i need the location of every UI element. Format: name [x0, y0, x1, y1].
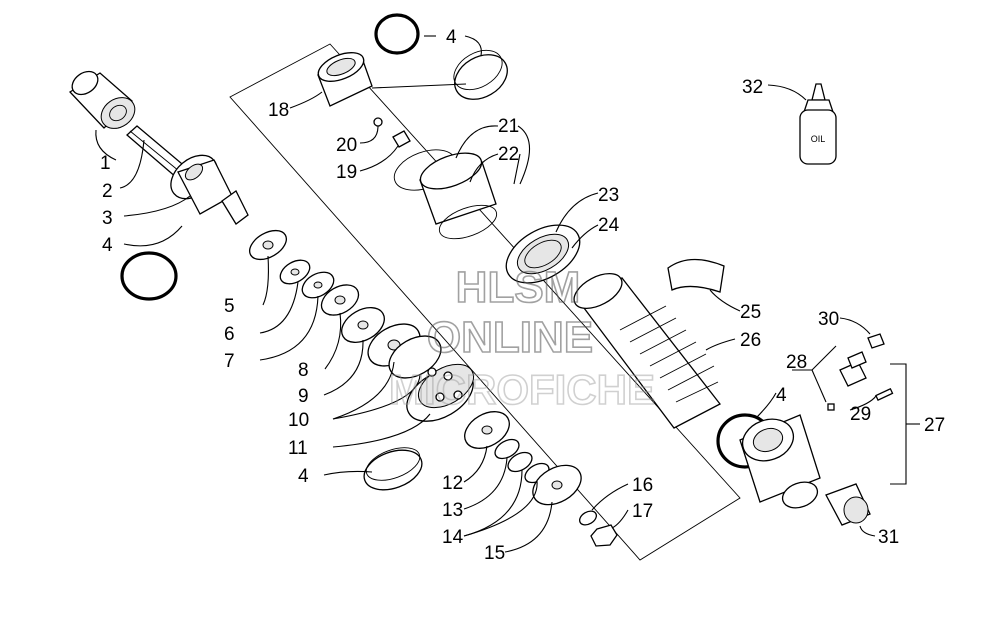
o-ring-part-4-top	[374, 13, 420, 55]
callout-11: 11	[288, 438, 308, 459]
insert-small	[827, 403, 835, 411]
callout-8: 8	[298, 360, 309, 381]
callout-6: 6	[224, 324, 235, 345]
valve-part-28	[839, 351, 867, 387]
assembly-outline	[229, 43, 741, 561]
oil-label: OIL	[811, 134, 826, 144]
callout-15: 15	[484, 543, 505, 564]
wear-band-part-4	[363, 447, 423, 491]
callout-30: 30	[818, 309, 839, 330]
callout-10: 10	[288, 410, 309, 431]
callout-5: 5	[224, 296, 235, 317]
callout-20: 20	[336, 135, 357, 156]
lower-washer-stack	[464, 411, 582, 506]
callout-29: 29	[850, 404, 871, 425]
o-ring-part-20	[373, 117, 383, 127]
bumper-part-25	[667, 258, 725, 293]
valve-part-19	[392, 130, 411, 148]
callout-2: 2	[102, 181, 113, 202]
callout-4-top: 4	[446, 27, 457, 48]
callout-9: 9	[298, 386, 309, 407]
watermark: HLSM ONLINE MICROFICHE	[388, 262, 656, 414]
washer-part-16	[578, 510, 598, 526]
callout-7: 7	[224, 351, 235, 372]
nut-part-17	[590, 524, 618, 547]
callout-4-right: 4	[776, 385, 787, 406]
spring-retainer-part-21-22	[393, 149, 498, 240]
seal-head-part-18	[317, 52, 373, 107]
wear-ring-part-4-top	[453, 49, 508, 100]
callout-19: 19	[336, 162, 357, 183]
callout-4-left: 4	[102, 235, 113, 256]
shock-body-part-26	[573, 272, 721, 429]
callout-24: 24	[598, 215, 620, 236]
watermark-line-1: HLSM	[456, 263, 581, 312]
callout-3: 3	[102, 208, 113, 229]
callout-12: 12	[442, 473, 463, 494]
o-ring-part-4-left	[120, 251, 178, 301]
callout-17: 17	[632, 501, 653, 522]
callout-14: 14	[442, 527, 464, 548]
callout-32: 32	[742, 77, 763, 98]
callout-labels: 1 2 3 4 4 18 20 19 21 22 23 24 32 5 6 7 …	[100, 27, 945, 564]
callout-23: 23	[598, 185, 619, 206]
leader-lines	[95, 35, 920, 553]
callout-25: 25	[740, 302, 761, 323]
callout-18: 18	[268, 100, 289, 121]
o-ring-part-29	[875, 387, 894, 401]
watermark-line-2: ONLINE	[427, 313, 593, 362]
oil-bottle-part-32: OIL	[799, 83, 837, 165]
watermark-line-3: MICROFICHE	[389, 366, 655, 413]
callout-26: 26	[740, 330, 761, 351]
callout-21: 21	[498, 116, 519, 137]
callout-4-band: 4	[298, 466, 309, 487]
callout-13: 13	[442, 500, 463, 521]
adjuster-nut-part-23-24	[505, 224, 581, 284]
lower-eye-part-27	[739, 414, 821, 509]
bushing-part-31	[825, 483, 871, 526]
screw-part-30	[867, 333, 885, 349]
shaft-eye-part-3	[170, 154, 249, 225]
callout-31: 31	[878, 527, 899, 548]
callout-22: 22	[498, 144, 519, 165]
bushing-part-1	[68, 70, 136, 129]
callout-27: 27	[924, 415, 945, 436]
callout-1: 1	[100, 153, 111, 174]
washer-stack	[249, 229, 442, 379]
callout-16: 16	[632, 475, 653, 496]
piston-part-11	[406, 363, 474, 422]
callout-28: 28	[786, 352, 807, 373]
